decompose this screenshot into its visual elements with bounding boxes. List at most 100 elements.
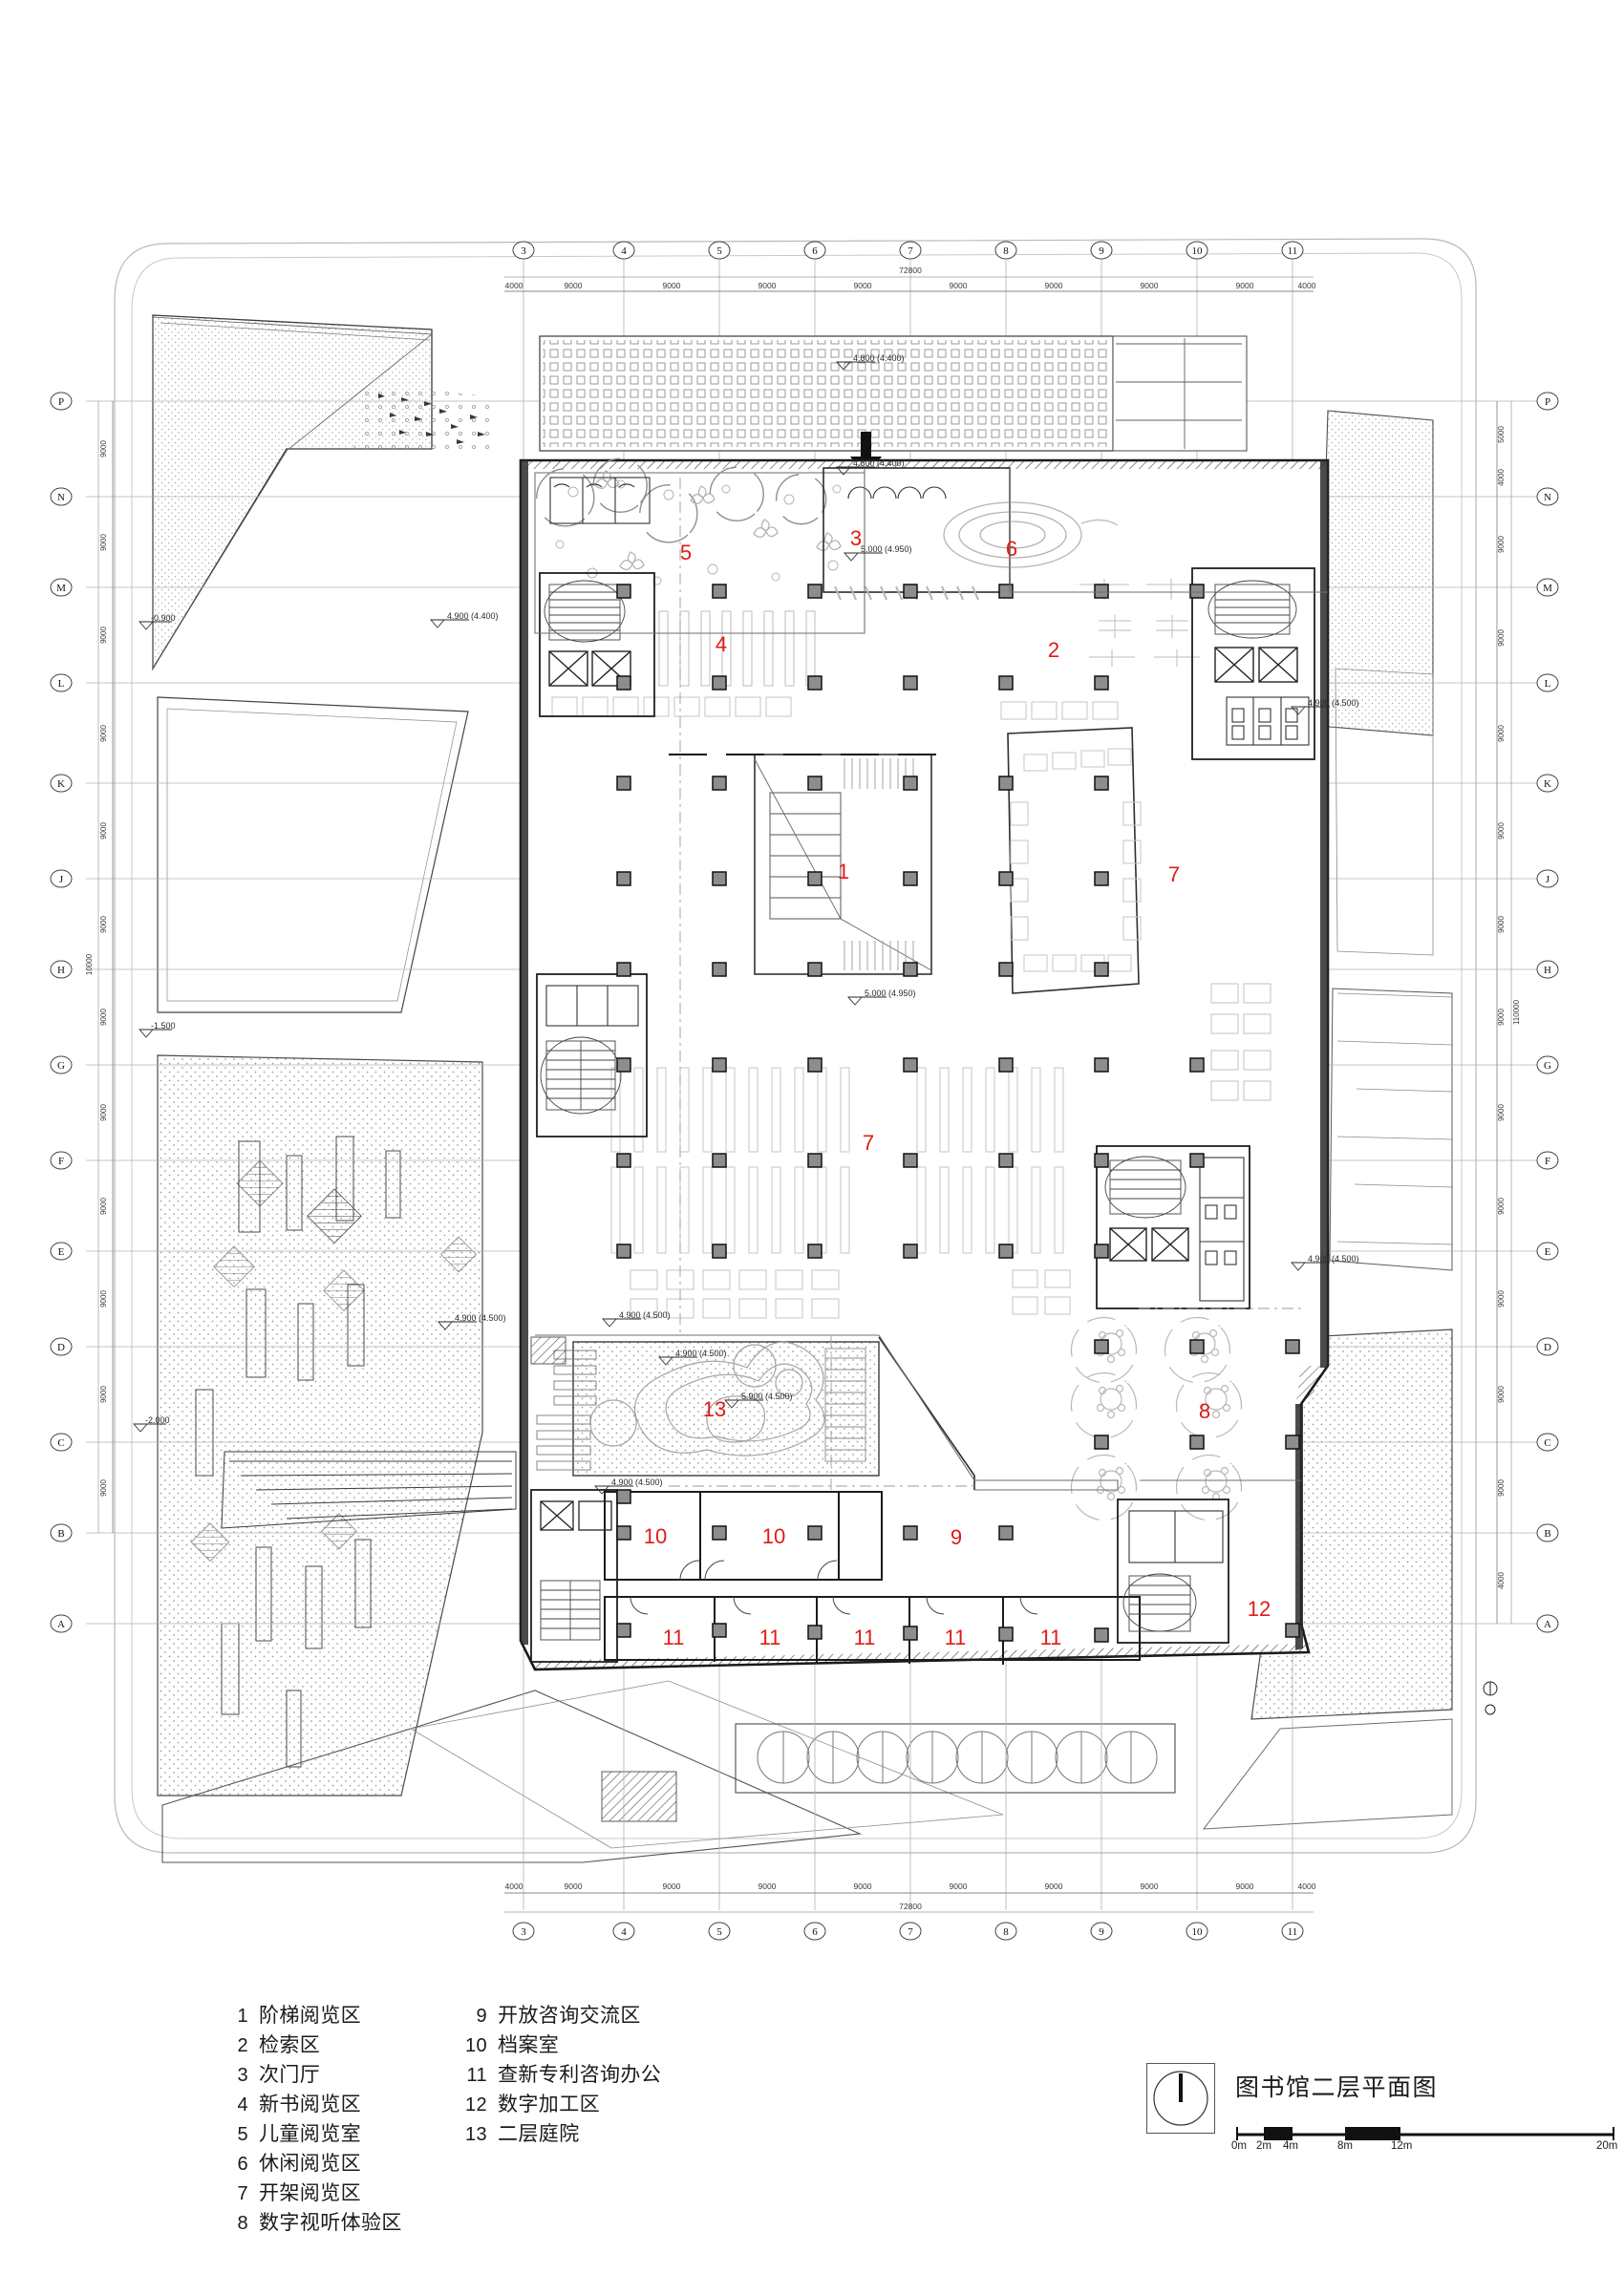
core-lower-right xyxy=(1117,1499,1229,1644)
svg-text:L: L xyxy=(58,678,65,690)
svg-text:5.900 (4.500): 5.900 (4.500) xyxy=(741,1392,793,1401)
svg-text:4000: 4000 xyxy=(1497,1572,1506,1589)
svg-text:9000: 9000 xyxy=(1141,1881,1159,1891)
svg-text:3: 3 xyxy=(521,1926,526,1938)
svg-text:5.000 (4.950): 5.000 (4.950) xyxy=(861,544,912,554)
svg-text:4.900 (4.500): 4.900 (4.500) xyxy=(611,1478,663,1487)
scale-tick-2m: 2m xyxy=(1256,2140,1271,2152)
svg-text:4: 4 xyxy=(621,1926,627,1938)
svg-text:8: 8 xyxy=(1003,245,1009,257)
core-mid-left xyxy=(536,973,648,1137)
legend-label: 新书阅览区 xyxy=(259,2094,361,2115)
legend-label: 档案室 xyxy=(498,2034,560,2056)
legend-label: 查新专利咨询办公 xyxy=(498,2064,662,2086)
svg-text:11: 11 xyxy=(854,1626,876,1649)
svg-text:110000: 110000 xyxy=(1512,999,1521,1025)
lounge-seating-right xyxy=(1210,983,1271,1101)
svg-text:9000: 9000 xyxy=(99,1009,108,1026)
legend-number: 10 xyxy=(464,2035,487,2056)
svg-text:4000: 4000 xyxy=(1298,1881,1316,1891)
svg-text:L: L xyxy=(1545,678,1551,690)
svg-text:9000: 9000 xyxy=(759,281,777,290)
structural-columns xyxy=(616,584,1300,1643)
svg-text:9000: 9000 xyxy=(1236,281,1254,290)
svg-text:72800: 72800 xyxy=(899,1902,922,1911)
svg-text:M: M xyxy=(56,583,66,594)
svg-text:G: G xyxy=(57,1060,65,1072)
room-courtyard xyxy=(530,1336,975,1490)
svg-text:9000: 9000 xyxy=(1045,281,1063,290)
svg-text:7: 7 xyxy=(908,1926,913,1938)
legend-number: 4 xyxy=(237,2094,248,2115)
svg-text:4: 4 xyxy=(621,245,627,257)
legend-item: 7 开架阅览区 xyxy=(220,2179,459,2208)
scale-bar: 0m 2m 4m 8m 12m 20m xyxy=(1231,2115,1617,2158)
section-marker xyxy=(1483,1681,1498,1715)
legend-number: 12 xyxy=(464,2094,487,2115)
svg-text:9: 9 xyxy=(1099,1926,1104,1938)
svg-text:P: P xyxy=(1545,396,1550,408)
svg-text:9000: 9000 xyxy=(99,627,108,644)
svg-text:3: 3 xyxy=(850,526,862,550)
svg-text:6: 6 xyxy=(812,245,818,257)
svg-text:9000: 9000 xyxy=(1497,1290,1506,1307)
grid-bubbles-right: PNM LKJ HGF EDC BA xyxy=(1536,392,1559,1633)
svg-text:9000: 9000 xyxy=(854,281,872,290)
svg-text:9000: 9000 xyxy=(565,281,583,290)
svg-text:9000: 9000 xyxy=(663,281,681,290)
svg-text:9: 9 xyxy=(1099,245,1104,257)
svg-text:9000: 9000 xyxy=(99,1479,108,1497)
svg-text:9000: 9000 xyxy=(1497,629,1506,647)
svg-text:13: 13 xyxy=(703,1397,726,1421)
svg-text:9000: 9000 xyxy=(99,1386,108,1403)
svg-text:7: 7 xyxy=(863,1131,874,1155)
svg-text:10: 10 xyxy=(1192,245,1204,257)
legend-label: 数字视听体验区 xyxy=(259,2212,402,2234)
svg-text:5.000 (4.950): 5.000 (4.950) xyxy=(865,989,916,998)
svg-text:4000: 4000 xyxy=(1497,469,1506,486)
svg-text:-2.000: -2.000 xyxy=(145,1415,170,1425)
legend-item: 5 儿童阅览室 xyxy=(220,2119,459,2149)
room-leisure-reading xyxy=(943,501,1119,568)
svg-text:B: B xyxy=(57,1528,64,1540)
legend-label: 数字加工区 xyxy=(498,2094,600,2115)
svg-text:9000: 9000 xyxy=(99,916,108,933)
svg-text:D: D xyxy=(1544,1342,1551,1353)
svg-text:9000: 9000 xyxy=(99,725,108,742)
svg-text:9000: 9000 xyxy=(99,440,108,457)
scale-tick-0m: 0m xyxy=(1231,2140,1247,2152)
legend-label: 开放咨询交流区 xyxy=(498,2005,641,2027)
svg-text:5000: 5000 xyxy=(1497,426,1506,443)
svg-text:9000: 9000 xyxy=(1497,725,1506,742)
svg-text:2: 2 xyxy=(1048,638,1059,662)
svg-text:9000: 9000 xyxy=(663,1881,681,1891)
room-open-stacks-upper xyxy=(1007,727,1142,994)
svg-text:8: 8 xyxy=(1199,1399,1210,1423)
svg-text:5: 5 xyxy=(680,541,692,564)
svg-text:5: 5 xyxy=(716,1926,722,1938)
svg-text:4.900 (4.500): 4.900 (4.500) xyxy=(455,1313,506,1323)
svg-text:4.900 (4.400): 4.900 (4.400) xyxy=(447,611,499,621)
legend-number: 1 xyxy=(237,2006,248,2027)
svg-text:9000: 9000 xyxy=(1497,1479,1506,1497)
core-lower-left xyxy=(530,1489,618,1663)
svg-text:J: J xyxy=(1546,874,1550,885)
svg-text:H: H xyxy=(1544,965,1551,976)
room-number-tags: 1 2 3 4 5 6 7 7 8 9 10 10 11 11 11 11 11… xyxy=(644,526,1271,1649)
svg-text:G: G xyxy=(1544,1060,1551,1072)
svg-text:9000: 9000 xyxy=(99,1104,108,1121)
legend-item: 1 阶梯阅览区 xyxy=(220,2001,459,2030)
svg-text:4.900 (4.500): 4.900 (4.500) xyxy=(675,1349,727,1358)
svg-text:11: 11 xyxy=(1040,1626,1062,1649)
scale-tick-12m: 12m xyxy=(1391,2140,1413,2152)
svg-text:11: 11 xyxy=(1288,1926,1298,1938)
grid-bubbles-left: PNM LKJ HGF EDC BA xyxy=(50,392,73,1633)
svg-text:4.900 (4.500): 4.900 (4.500) xyxy=(619,1310,671,1320)
svg-text:D: D xyxy=(57,1342,65,1353)
legend-item: 6 休闲阅览区 xyxy=(220,2149,459,2179)
svg-text:4000: 4000 xyxy=(505,1881,524,1891)
svg-text:B: B xyxy=(1544,1528,1550,1540)
svg-text:E: E xyxy=(58,1246,65,1258)
svg-text:4.800 (4.400): 4.800 (4.400) xyxy=(853,353,905,363)
